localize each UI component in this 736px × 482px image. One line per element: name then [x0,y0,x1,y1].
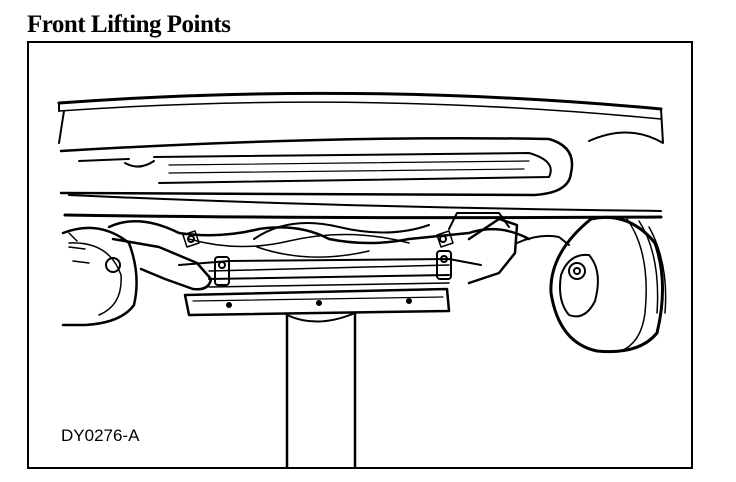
right-wheel [549,215,667,354]
figure-code: DY0276-A [61,426,140,445]
left-wheel [61,226,138,327]
lower-grille [59,136,663,220]
vehicle-underside-drawing [57,91,667,467]
lift-post [285,311,357,467]
suspension-and-crossmember [107,212,570,291]
front-bumper-fascia [57,91,664,144]
illustration-frame: DY0276-A [27,41,693,469]
page-title: Front Lifting Points [27,11,231,38]
lift-pad [183,287,451,317]
